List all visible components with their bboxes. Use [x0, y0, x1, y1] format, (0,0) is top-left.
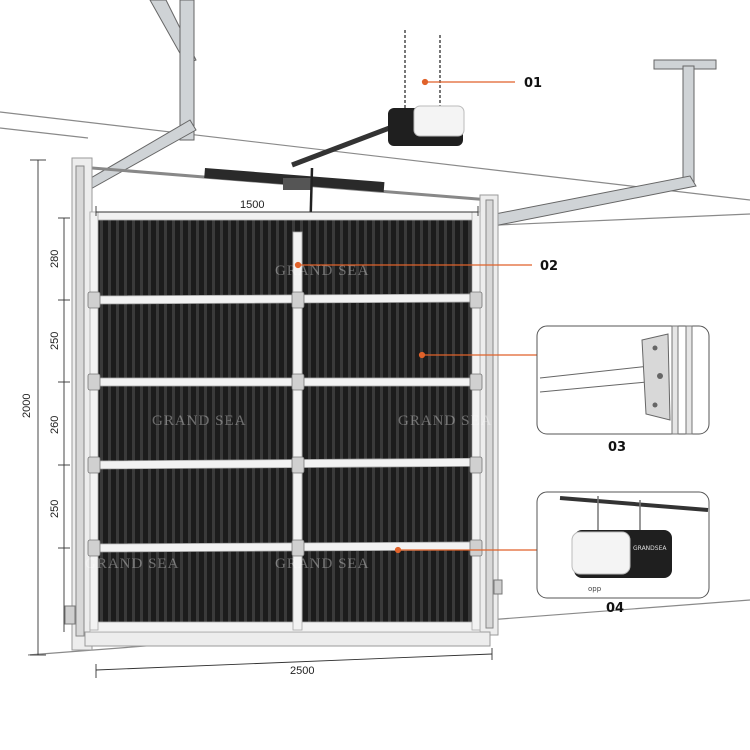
dim-panel-height: 260: [49, 416, 61, 434]
dimension-labels: 1500 2500 2000 280 250 260 250: [21, 199, 314, 677]
callout-03: 03: [608, 440, 626, 455]
hinge: [291, 291, 305, 309]
panel-rib: [100, 220, 103, 630]
bottom-bracket: [64, 605, 76, 625]
panel-rib: [116, 220, 119, 630]
dim-panel-height: 250: [49, 332, 61, 350]
panel-rib: [364, 220, 367, 630]
panel-rib: [452, 220, 455, 630]
panel-rib: [316, 220, 319, 630]
hinge: [87, 373, 101, 391]
panel-rib: [196, 220, 199, 630]
dim-width-bottom: 2500: [290, 665, 314, 677]
dim-panel-height: 250: [49, 500, 61, 518]
watermarks: GRAND SEA GRAND SEA GRAND SEA GRAND SEA …: [85, 263, 492, 572]
panel-rib: [340, 220, 343, 630]
side-tracks: [75, 165, 494, 637]
watermark-text: GRAND SEA: [152, 413, 246, 429]
panel-rib: [420, 220, 423, 630]
panel-rib: [260, 220, 263, 630]
callout-01: 01: [524, 76, 542, 91]
panel-rib: [156, 220, 159, 630]
detail-box-opener: GRANDSEA opp: [536, 491, 710, 599]
hinge: [469, 456, 483, 474]
panel-rib: [148, 220, 151, 630]
callout-04: 04: [606, 601, 624, 616]
dimension-lines: [30, 159, 493, 678]
panel-rib: [324, 220, 327, 630]
panel-rib: [228, 220, 231, 630]
torsion-shaft: [91, 166, 491, 202]
bottom-bracket: [493, 579, 503, 595]
panel-rib: [372, 220, 375, 630]
panel-rib: [348, 220, 351, 630]
panel-hinges: [87, 291, 483, 557]
panel-rib: [132, 220, 135, 630]
panel-rib: [180, 220, 183, 630]
opener-chains: [404, 30, 441, 108]
panel-rib: [284, 220, 287, 630]
panel-rib: [188, 220, 191, 630]
hinge: [291, 456, 305, 474]
panel-rib: [460, 220, 463, 630]
panel-rib: [276, 220, 279, 630]
panel-rib: [308, 220, 311, 630]
panel-ribs: [100, 220, 471, 630]
hinge: [291, 373, 305, 391]
panel-rib: [404, 220, 407, 630]
panel-rib: [244, 220, 247, 630]
detail-box-hinge: [536, 325, 710, 435]
callout-02: 02: [540, 259, 558, 274]
panel-rib: [164, 220, 167, 630]
left-ceiling-bracket: [79, 0, 197, 197]
panel-rib: [444, 220, 447, 630]
hinge: [469, 373, 483, 391]
panel-rib: [380, 220, 383, 630]
panel-rib: [252, 220, 255, 630]
panel-rib: [332, 220, 335, 630]
horizontal-rails: [89, 211, 481, 633]
watermark-text: GRAND SEA: [275, 556, 369, 572]
panel-rib: [220, 220, 223, 630]
opener-small-note: opp: [588, 585, 602, 593]
panel-rib: [124, 220, 127, 630]
hinge: [87, 456, 101, 474]
panel-rib: [212, 220, 215, 630]
hinge: [469, 539, 483, 557]
dim-panel-height: 280: [49, 250, 61, 268]
hinge: [469, 291, 483, 309]
panel-rib: [388, 220, 391, 630]
panel-rib: [396, 220, 399, 630]
callout-leaders: [294, 78, 537, 554]
watermark-text: GRAND SEA: [85, 556, 179, 572]
opener-brand-label: GRANDSEA: [633, 545, 667, 552]
vertical-stiles: [89, 211, 481, 631]
panel-rib: [436, 220, 439, 630]
watermark-text: GRAND SEA: [398, 413, 492, 429]
panel-rib: [236, 220, 239, 630]
panel-rib: [172, 220, 175, 630]
dim-height-total: 2000: [21, 394, 33, 418]
panel-rib: [468, 220, 471, 630]
dim-width-top: 1500: [240, 199, 264, 211]
panel-rib: [140, 220, 143, 630]
hinge: [291, 539, 305, 557]
panel-rib: [108, 220, 111, 630]
callout-numbers: 01 02 03 04: [524, 76, 626, 616]
panel-rib: [356, 220, 359, 630]
panel-rib: [412, 220, 415, 630]
panel-rib: [268, 220, 271, 630]
panel-rib: [428, 220, 431, 630]
opener-motor: [388, 105, 465, 146]
panel-rib: [204, 220, 207, 630]
hinge: [87, 291, 101, 309]
hinge: [87, 539, 101, 557]
